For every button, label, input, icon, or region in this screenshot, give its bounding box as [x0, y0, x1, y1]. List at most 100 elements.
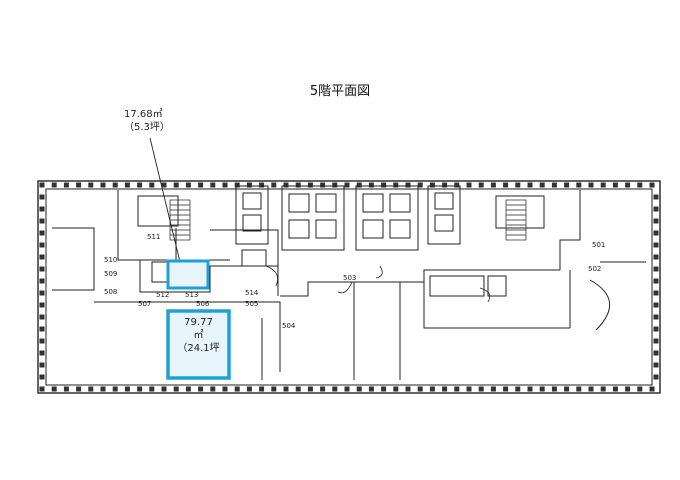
- small-unit-tsubo: （5.3坪）: [124, 122, 170, 133]
- large-unit-area-label: 79.77 ㎡ （24.1坪: [168, 316, 229, 355]
- column: [149, 386, 155, 392]
- column: [39, 254, 45, 260]
- column: [100, 182, 106, 188]
- column: [653, 218, 659, 224]
- column: [515, 182, 521, 188]
- column: [185, 386, 191, 392]
- column: [39, 338, 45, 344]
- column: [39, 242, 45, 248]
- column: [490, 386, 496, 392]
- column: [637, 182, 643, 188]
- column: [210, 386, 216, 392]
- column: [539, 386, 545, 392]
- column: [246, 386, 252, 392]
- column: [551, 182, 557, 188]
- column: [405, 182, 411, 188]
- door-swings: [265, 265, 491, 303]
- column: [283, 386, 289, 392]
- column: [454, 182, 460, 188]
- column: [442, 386, 448, 392]
- room-label: 504: [282, 322, 296, 330]
- column: [39, 314, 45, 320]
- column: [332, 386, 338, 392]
- column: [612, 182, 618, 188]
- outer-walls: [37, 180, 661, 394]
- large-unit-value: 79.77: [184, 317, 213, 328]
- column: [137, 182, 143, 188]
- highlight-small-unit[interactable]: [166, 259, 210, 290]
- column: [588, 182, 594, 188]
- column: [198, 386, 204, 392]
- column: [173, 386, 179, 392]
- column: [653, 362, 659, 368]
- column: [76, 182, 82, 188]
- column: [39, 230, 45, 236]
- column: [653, 290, 659, 296]
- column: [88, 386, 94, 392]
- column: [39, 182, 45, 188]
- column: [222, 386, 228, 392]
- column: [515, 386, 521, 392]
- column: [39, 302, 45, 308]
- room-label: 506: [196, 300, 210, 308]
- perimeter-columns: [39, 182, 659, 392]
- column: [161, 182, 167, 188]
- room-label: 501: [592, 241, 605, 249]
- room-label: 503: [343, 274, 356, 282]
- column: [381, 386, 387, 392]
- column: [234, 386, 240, 392]
- small-unit-callout: 17.68㎡ （5.3坪）: [124, 108, 170, 134]
- column: [39, 218, 45, 224]
- column: [137, 386, 143, 392]
- column: [271, 386, 277, 392]
- column: [653, 350, 659, 356]
- column: [39, 278, 45, 284]
- column: [307, 386, 313, 392]
- large-unit-unit: ㎡: [193, 330, 204, 341]
- column: [564, 182, 570, 188]
- column: [307, 182, 313, 188]
- room-label: 512: [156, 291, 169, 299]
- column: [320, 386, 326, 392]
- column: [39, 206, 45, 212]
- column: [381, 182, 387, 188]
- column: [246, 182, 252, 188]
- column: [173, 182, 179, 188]
- column: [653, 230, 659, 236]
- room-label: 509: [104, 270, 117, 278]
- column: [576, 182, 582, 188]
- column: [356, 386, 362, 392]
- small-unit-area: 17.68㎡: [124, 109, 163, 120]
- column: [649, 182, 655, 188]
- column: [429, 386, 435, 392]
- column: [39, 326, 45, 332]
- column: [454, 386, 460, 392]
- highlight-large-unit[interactable]: [166, 309, 231, 380]
- column: [368, 182, 374, 188]
- room-label: 502: [588, 265, 601, 273]
- room-label: 511: [147, 233, 160, 241]
- column: [161, 386, 167, 392]
- column: [234, 182, 240, 188]
- column: [39, 350, 45, 356]
- column: [466, 182, 472, 188]
- room-label: 513: [185, 291, 198, 299]
- column: [466, 386, 472, 392]
- column: [527, 386, 533, 392]
- column: [588, 386, 594, 392]
- column: [295, 182, 301, 188]
- column: [637, 386, 643, 392]
- column: [653, 374, 659, 380]
- room-label: 508: [104, 288, 117, 296]
- column: [39, 290, 45, 296]
- column: [356, 182, 362, 188]
- column: [295, 386, 301, 392]
- room-label: 514: [245, 289, 259, 297]
- column: [600, 182, 606, 188]
- column: [625, 182, 631, 188]
- column: [259, 182, 265, 188]
- column: [185, 182, 191, 188]
- column: [271, 182, 277, 188]
- column: [222, 182, 228, 188]
